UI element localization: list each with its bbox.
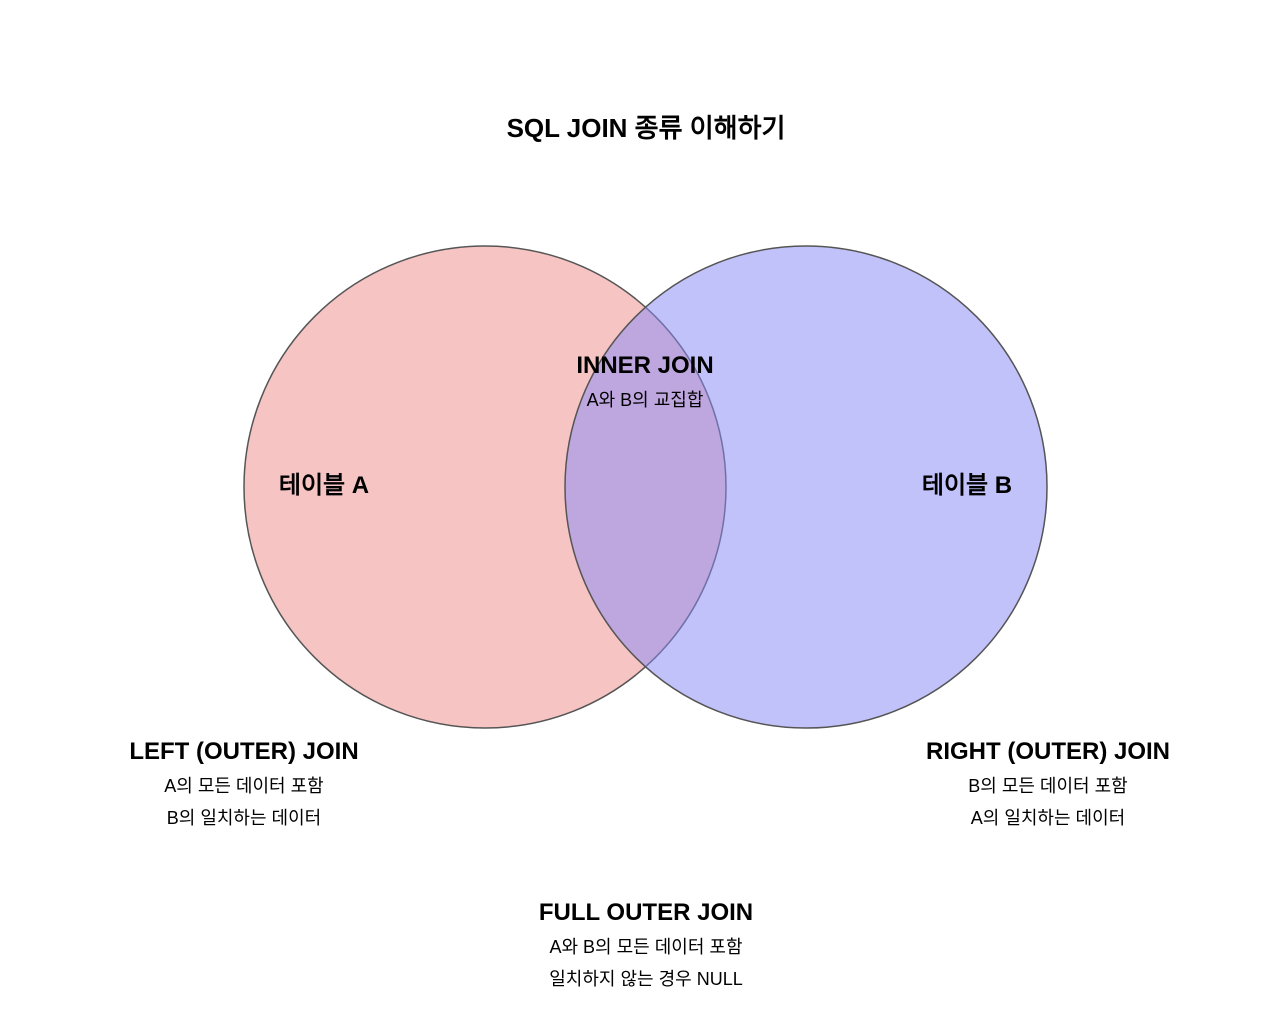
left-join-title: LEFT (OUTER) JOIN [129, 738, 359, 765]
full-join-line-2: 일치하지 않는 경우 NULL [549, 969, 743, 989]
left-join-line-1: A의 모든 데이터 포함 [164, 776, 324, 796]
inner-join-title: INNER JOIN [576, 352, 714, 379]
full-join-line-1: A와 B의 모든 데이터 포함 [549, 937, 743, 957]
table-a-label: 테이블 A [278, 472, 370, 499]
left-join-line-2: B의 일치하는 데이터 [166, 808, 322, 828]
right-join-title: RIGHT (OUTER) JOIN [926, 738, 1170, 765]
full-join-title: FULL OUTER JOIN [538, 899, 754, 926]
table-b-circle [564, 245, 1048, 729]
table-b-label: 테이블 B [921, 472, 1013, 499]
diagram-title: SQL JOIN 종류 이해하기 [506, 113, 786, 143]
right-join-line-2: A의 일치하는 데이터 [970, 808, 1126, 828]
inner-join-desc: A와 B의 교집합 [586, 390, 704, 410]
right-join-line-1: B의 모든 데이터 포함 [968, 776, 1128, 796]
